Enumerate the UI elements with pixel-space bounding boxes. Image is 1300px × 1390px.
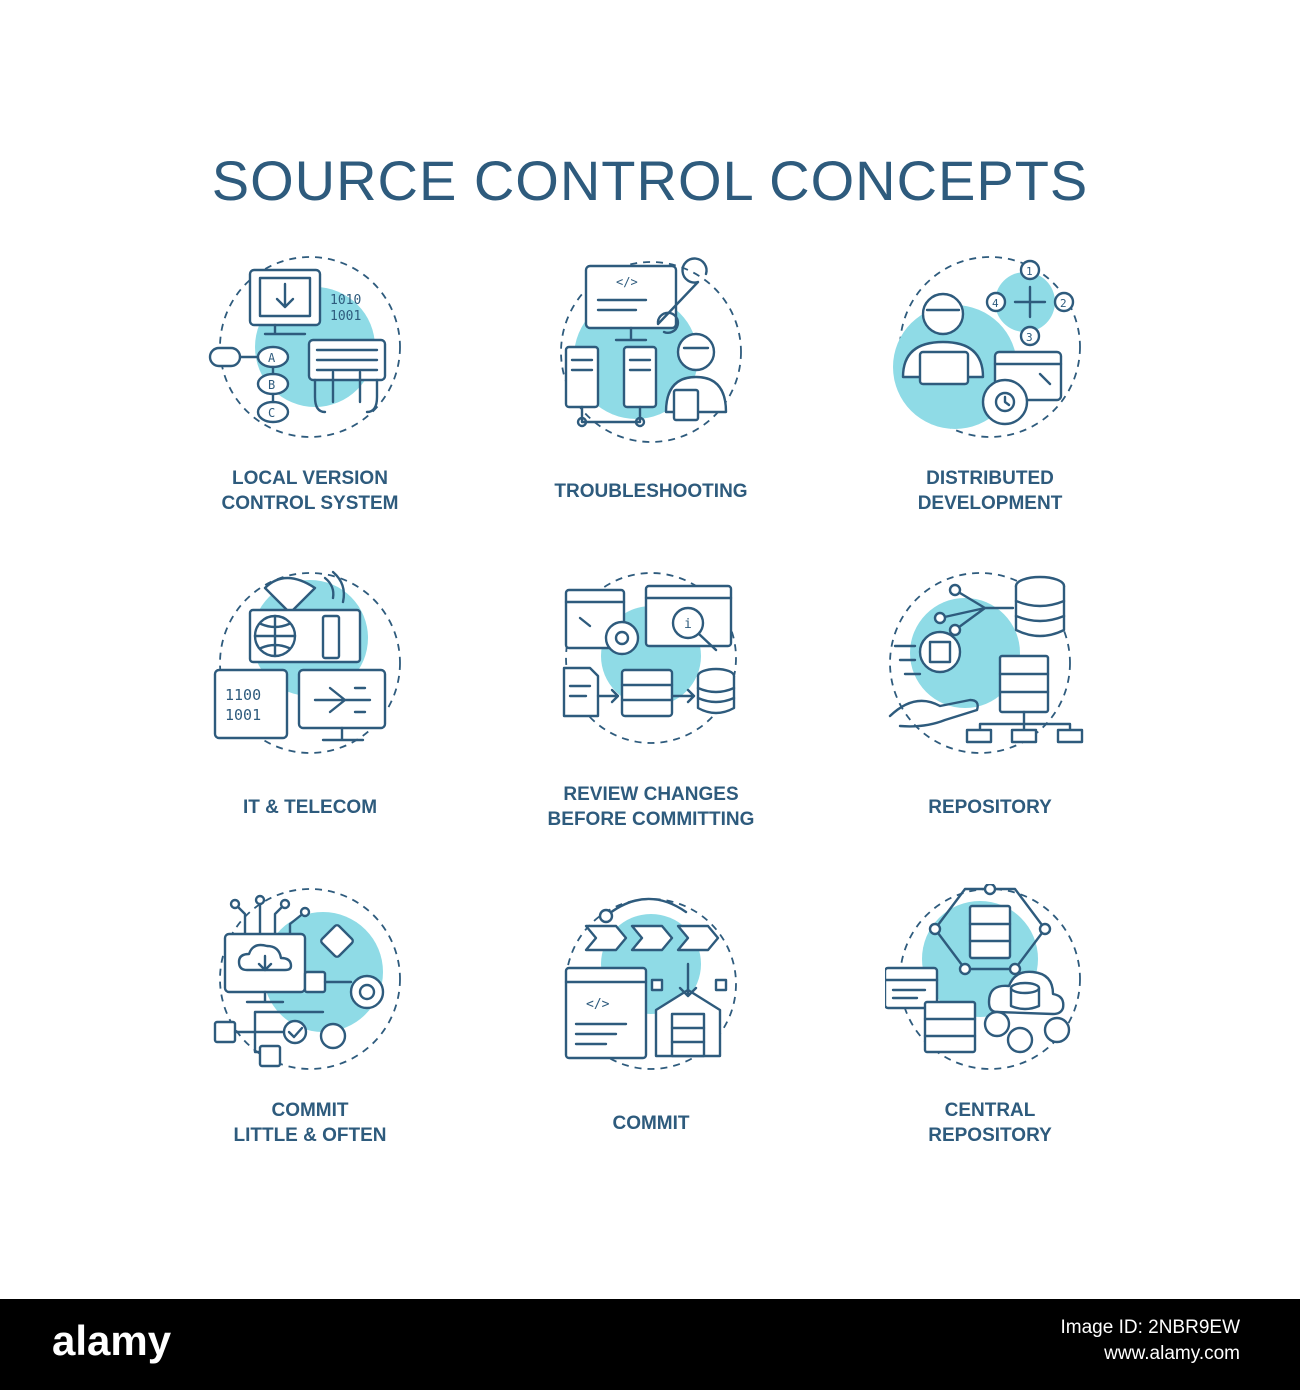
image-id: Image ID: 2NBR9EW xyxy=(1060,1317,1241,1338)
svg-text:1001: 1001 xyxy=(225,706,261,724)
repository-icon xyxy=(888,572,1084,754)
svg-text:C: C xyxy=(268,406,275,420)
site-url[interactable]: www.alamy.com xyxy=(1104,1343,1240,1364)
svg-text:B: B xyxy=(268,378,275,392)
svg-text:4: 4 xyxy=(992,297,999,310)
concept-label: IT & TELECOM xyxy=(242,797,378,818)
review-changes-icon: i xyxy=(562,572,737,744)
footer-bar: alamy Image ID: 2NBR9EW www.alamy.com xyxy=(0,1299,1300,1390)
concept-label: COMMIT xyxy=(612,1113,690,1134)
it-telecom-icon: 1100 1001 xyxy=(213,570,401,754)
svg-text:1: 1 xyxy=(1026,265,1033,278)
svg-text:1100: 1100 xyxy=(225,686,261,704)
svg-text:i: i xyxy=(684,617,692,632)
svg-text:1001: 1001 xyxy=(330,309,361,324)
brand-logo: alamy xyxy=(52,1317,172,1364)
page-title: SOURCE CONTROL CONCEPTS xyxy=(211,149,1089,212)
concept-label: REPOSITORY xyxy=(928,797,1052,818)
svg-text:A: A xyxy=(268,351,276,365)
central-repository-icon xyxy=(885,884,1081,1070)
svg-text:2: 2 xyxy=(1060,297,1067,310)
svg-text:3: 3 xyxy=(1026,331,1033,344)
commit-little-often-icon xyxy=(213,888,401,1070)
commit-icon: </> xyxy=(564,897,737,1070)
svg-text:1010: 1010 xyxy=(330,293,361,308)
local-version-control-icon: 1010 1001 A B C xyxy=(208,256,401,438)
svg-text:</>: </> xyxy=(586,997,610,1012)
distributed-development-icon: 1 2 3 4 xyxy=(893,256,1081,438)
svg-text:</>: </> xyxy=(616,275,638,289)
concept-label: TROUBLESHOOTING xyxy=(554,481,748,502)
troubleshooting-icon: </> xyxy=(560,257,742,443)
